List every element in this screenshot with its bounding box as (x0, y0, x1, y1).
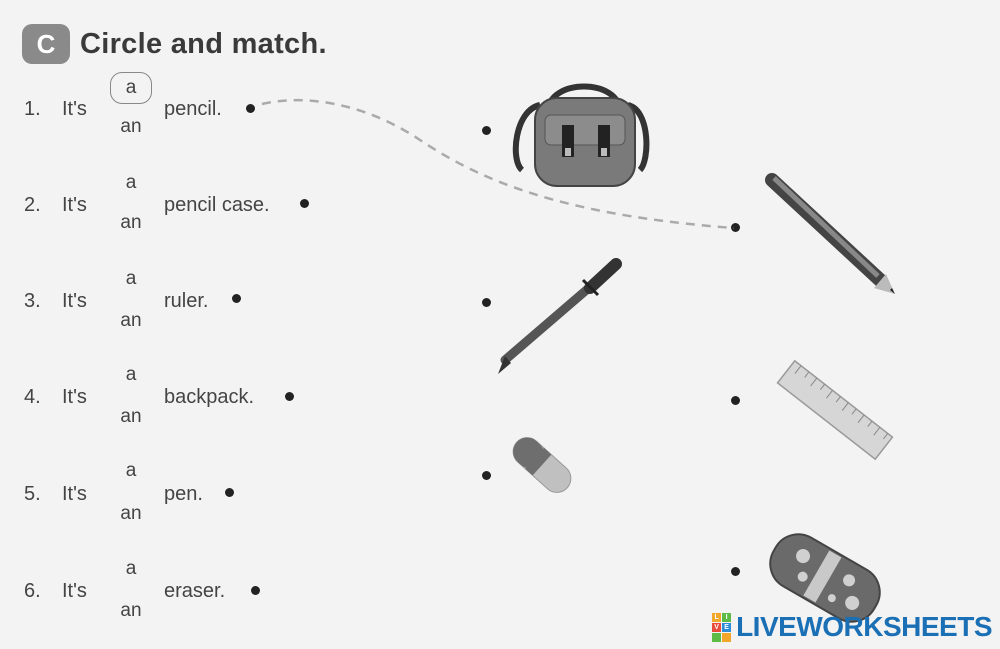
exercise-header: C Circle and match. (22, 24, 327, 64)
option-an[interactable]: an (120, 600, 142, 621)
picture-dot-backpack[interactable] (482, 126, 491, 135)
sentence-noun: backpack. (164, 386, 255, 408)
liveworksheets-logo: L I V E (712, 612, 732, 642)
option-a[interactable]: a (125, 558, 137, 579)
sentence-noun: ruler. (164, 290, 209, 312)
eraser-icon (512, 437, 572, 493)
sentence-its: It's (62, 194, 87, 216)
option-a[interactable]: a (125, 364, 137, 385)
sentence-row-5: 5. It's a an pen. (0, 458, 330, 528)
ruler-icon (776, 359, 894, 461)
option-a[interactable]: a (125, 460, 137, 481)
option-a[interactable]: a (125, 172, 137, 193)
sentence-noun: pencil. (164, 98, 222, 120)
sentence-number: 2. (24, 194, 41, 216)
picture-dot-pencil[interactable] (731, 223, 740, 232)
sentence-its: It's (62, 483, 87, 505)
sentence-dot-4[interactable] (285, 392, 294, 401)
pencil-case-icon (769, 533, 881, 623)
sentence-dot-5[interactable] (225, 488, 234, 497)
example-match-line (261, 98, 735, 230)
option-an[interactable]: an (120, 310, 142, 331)
sentence-noun: eraser. (164, 580, 226, 602)
sentence-number: 1. (24, 98, 41, 120)
sentence-its: It's (62, 98, 87, 120)
exercise-badge: C (22, 24, 70, 64)
picture-dot-pen[interactable] (482, 298, 491, 307)
sentence-dot-1[interactable] (246, 104, 255, 113)
sentence-number: 5. (24, 483, 41, 505)
sentence-row-1: 1. It's a an pencil. (0, 70, 330, 140)
picture-dot-eraser[interactable] (482, 471, 491, 480)
sentence-noun: pen. (164, 483, 203, 505)
liveworksheets-watermark: L I V E LIVEWORKSHEETS (712, 611, 992, 643)
sentence-dot-3[interactable] (232, 294, 241, 303)
pencil-icon (765, 173, 895, 294)
option-an[interactable]: an (120, 212, 142, 233)
sentence-its: It's (62, 580, 87, 602)
sentence-row-6: 6. It's a an eraser. (0, 556, 330, 626)
sentence-number: 4. (24, 386, 41, 408)
watermark-text: LIVEWORKSHEETS (736, 611, 992, 642)
option-a-circled[interactable]: a (110, 72, 152, 104)
pen-icon (498, 258, 622, 374)
picture-dot-ruler[interactable] (731, 396, 740, 405)
sentence-number: 3. (24, 290, 41, 312)
option-an[interactable]: an (120, 116, 142, 137)
option-an[interactable]: an (120, 503, 142, 524)
option-a[interactable]: a (125, 268, 137, 289)
sentence-its: It's (62, 386, 87, 408)
sentence-number: 6. (24, 580, 41, 602)
option-an[interactable]: an (120, 406, 142, 427)
sentence-row-4: 4. It's a an backpack. (0, 362, 330, 432)
sentence-its: It's (62, 290, 87, 312)
sentence-dot-2[interactable] (300, 199, 309, 208)
sentence-dot-6[interactable] (251, 586, 260, 595)
sentence-row-3: 3. It's a an ruler. (0, 264, 330, 334)
exercise-title: Circle and match. (80, 27, 327, 60)
backpack-icon (512, 83, 650, 187)
picture-dot-pencil-case[interactable] (731, 567, 740, 576)
sentence-noun: pencil case. (164, 194, 270, 216)
sentence-row-2: 2. It's a an pencil case. (0, 168, 330, 238)
